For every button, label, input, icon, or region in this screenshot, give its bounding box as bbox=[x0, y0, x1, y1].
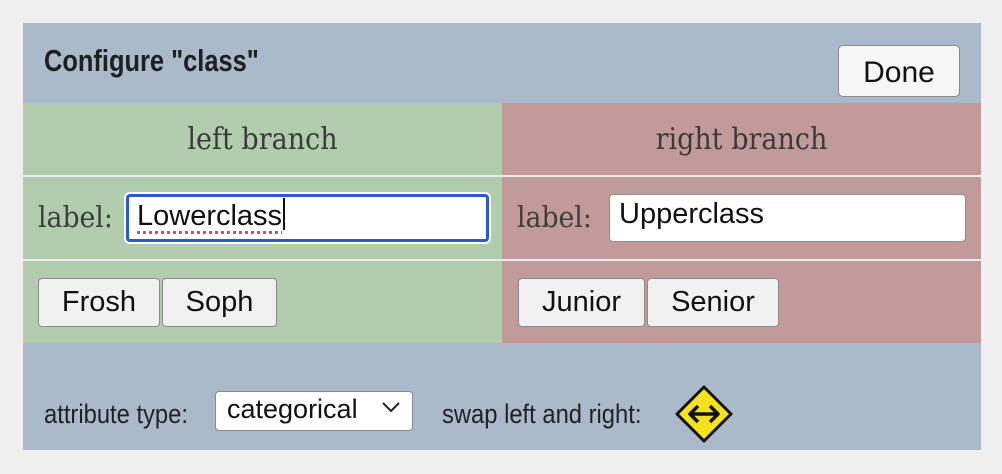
right-label-value: Upperclass bbox=[619, 198, 765, 230]
swap-left-right-icon[interactable] bbox=[674, 384, 734, 444]
right-branch-heading: right branch bbox=[655, 121, 828, 157]
value-button-soph[interactable]: Soph bbox=[162, 278, 277, 327]
left-label-value: Lowerclass bbox=[137, 200, 283, 232]
right-branch-panel: right branch label: Upperclass Junior Se… bbox=[502, 103, 981, 343]
left-label-row: label: Lowerclass bbox=[23, 177, 502, 259]
configure-dialog: Configure "class" Done left branch label… bbox=[23, 23, 981, 450]
text-caret bbox=[283, 198, 286, 230]
right-label-prefix: label: bbox=[517, 200, 592, 234]
dialog-footer: attribute type: categorical swap left an… bbox=[23, 345, 981, 450]
dialog-title: Configure "class" bbox=[44, 43, 259, 78]
divider bbox=[502, 259, 981, 261]
attribute-type-label: attribute type: bbox=[44, 399, 188, 429]
right-label-row: label: Upperclass bbox=[502, 177, 981, 259]
left-values-row: Frosh Soph bbox=[23, 261, 502, 343]
attribute-type-value: categorical bbox=[227, 394, 358, 424]
done-button[interactable]: Done bbox=[838, 45, 960, 97]
right-values-row: Junior Senior bbox=[502, 261, 981, 343]
right-label-input[interactable]: Upperclass bbox=[609, 194, 966, 242]
left-label-input[interactable]: Lowerclass bbox=[126, 194, 489, 242]
divider bbox=[502, 175, 981, 177]
dialog-header: Configure "class" Done bbox=[23, 23, 981, 103]
value-button-frosh[interactable]: Frosh bbox=[38, 278, 160, 327]
swap-label: swap left and right: bbox=[442, 399, 642, 429]
divider bbox=[23, 175, 502, 177]
left-branch-heading: left branch bbox=[187, 121, 338, 157]
value-button-senior[interactable]: Senior bbox=[647, 278, 779, 327]
divider bbox=[23, 259, 502, 261]
left-label-prefix: label: bbox=[38, 200, 113, 234]
chevron-down-icon bbox=[382, 402, 400, 413]
value-button-junior[interactable]: Junior bbox=[518, 278, 645, 327]
left-branch-panel: left branch label: Lowerclass Frosh Soph bbox=[23, 103, 502, 343]
attribute-type-select[interactable]: categorical bbox=[215, 391, 413, 431]
